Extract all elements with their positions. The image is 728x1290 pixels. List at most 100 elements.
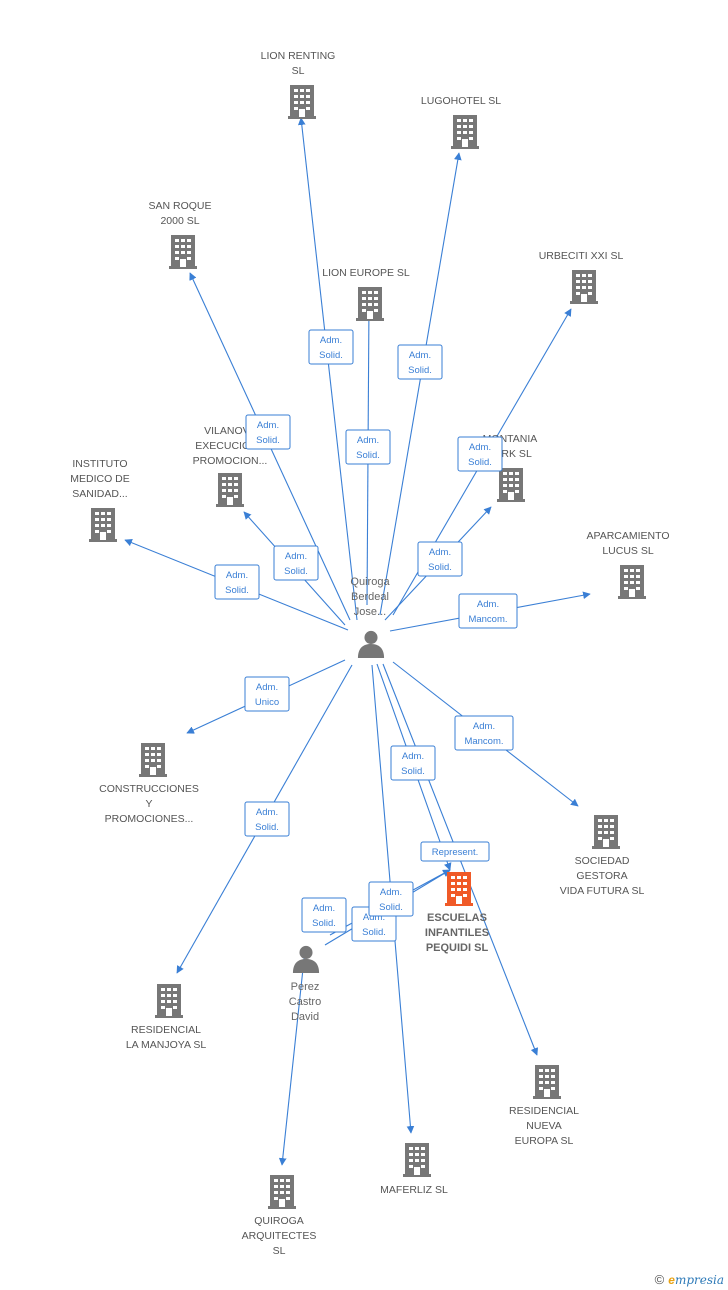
relation-label-sociedad[interactable]: Adm. Mancom. (454, 715, 514, 751)
relation-text: Adm. (477, 599, 499, 610)
relation-label-lion-europe[interactable]: Adm.Solid. (345, 429, 391, 465)
relation-text: Adm. (409, 350, 431, 361)
footer-brand[interactable]: ©empresia (655, 1272, 724, 1287)
company-label: LA MANJOYA SL (126, 1039, 206, 1051)
relation-box (397, 344, 443, 380)
person-node-quiroga[interactable]: QuirogaBerdealJose... (350, 576, 390, 658)
relation-label-escuelas[interactable]: Adm. Solid. (368, 881, 414, 917)
company-label: QUIROGA (254, 1215, 304, 1227)
relation-text: Solid. (408, 365, 432, 376)
relation-label-vilanova[interactable]: Adm. Solid. (273, 545, 319, 581)
building-icon (592, 815, 620, 849)
relation-label-instituto[interactable]: Adm.Solid. (214, 564, 260, 600)
edge-lion-renting (297, 117, 358, 621)
relation-label-construcciones[interactable]: Adm.Unico (244, 676, 290, 712)
company-label: URBECITI XXI SL (539, 250, 624, 262)
company-label: LION RENTING (261, 50, 336, 62)
relation-label-lugohotel[interactable]: Adm. Solid. (397, 344, 443, 380)
company-node-quiroga-arq[interactable]: QUIROGA ARQUITECTES SL (242, 1175, 317, 1257)
building-icon (155, 984, 183, 1018)
relation-label-maferliz[interactable]: Adm. Solid. (390, 745, 436, 781)
company-label: PROMOCIONES... (105, 813, 194, 825)
company-label: Y (145, 798, 152, 810)
building-icon (356, 287, 384, 321)
company-label: MAFERLIZ SL (380, 1184, 448, 1196)
relation-text: Mancom. (464, 736, 503, 747)
company-label: SL (292, 65, 305, 77)
relation-text: Adm. (402, 751, 424, 762)
person-node-quiroga-label: Jose... (354, 606, 386, 618)
relation-text: Solid. (319, 350, 343, 361)
building-icon (268, 1175, 296, 1209)
company-label: LUGOHOTEL SL (421, 95, 501, 107)
company-label: NUEVA (526, 1120, 561, 1132)
relation-label-montania[interactable]: Adm. Solid. (417, 541, 463, 577)
company-node-urbeciti[interactable]: URBECITI XXI SL (539, 250, 624, 304)
relation-box (368, 881, 414, 917)
company-node-lugohotel[interactable]: LUGOHOTEL SL (421, 95, 501, 149)
company-node-lion-europe[interactable]: LION EUROPE SL (322, 267, 410, 321)
person-node-perez-label: Perez (291, 981, 320, 993)
brand-logo-text: mpresia (674, 1273, 724, 1287)
relation-text: Solid. (284, 566, 308, 577)
relation-text: Mancom. (468, 614, 507, 625)
building-icon (89, 508, 117, 542)
copyright-symbol: © (654, 1272, 665, 1287)
relation-text: Adm. (473, 721, 495, 732)
relation-text: Adm. (429, 547, 451, 558)
company-node-lion-renting[interactable]: LION RENTING SL (261, 50, 336, 119)
relation-text: Solid. (379, 902, 403, 913)
relation-box (244, 676, 290, 712)
building-icon (169, 235, 197, 269)
company-node-maferliz[interactable]: MAFERLIZ SL (380, 1143, 448, 1196)
relation-label-san-roque[interactable]: Adm.Solid. (245, 414, 291, 450)
relation-box (308, 329, 354, 365)
relation-label-lion-renting[interactable]: Adm. Solid. (308, 329, 354, 365)
relation-text: Solid. (428, 562, 452, 573)
relation-box (458, 593, 518, 629)
brand-logo-e: e (668, 1273, 675, 1287)
relation-label-quiroga-arq[interactable]: Adm.Solid. (301, 897, 347, 933)
company-label: SL (273, 1245, 286, 1257)
building-icon (216, 473, 244, 507)
relation-text: Solid. (312, 918, 336, 929)
relation-text: Solid. (256, 435, 280, 446)
relation-text: Adm. (320, 335, 342, 346)
building-icon (403, 1143, 431, 1177)
company-node-construcciones[interactable]: CONSTRUCCIONESYPROMOCIONES... (99, 743, 199, 825)
relation-box (273, 545, 319, 581)
company-label: LION EUROPE SL (322, 267, 410, 279)
relation-box (454, 715, 514, 751)
company-label: INSTITUTO (72, 458, 127, 470)
person-icon (292, 945, 320, 973)
relation-label-residencial-manjoya[interactable]: Adm.Solid. (244, 801, 290, 837)
company-label: ARQUITECTES (242, 1230, 317, 1242)
company-label: VIDA FUTURA SL (560, 885, 645, 897)
company-label: PROMOCION... (193, 455, 268, 467)
relation-text: Adm. (285, 551, 307, 562)
company-label: PEQUIDI SL (426, 942, 489, 954)
relation-label-aparcamiento[interactable]: Adm. Mancom. (458, 593, 518, 629)
company-label: SAN ROQUE (148, 200, 211, 212)
relation-label-escuelas[interactable]: Represent. (420, 841, 490, 862)
relation-box (345, 429, 391, 465)
relation-text: Adm. (380, 887, 402, 898)
company-label: INFANTILES (425, 927, 489, 939)
company-label: GESTORA (576, 870, 627, 882)
relation-text: Solid. (401, 766, 425, 777)
relation-box (244, 801, 290, 837)
company-label: MEDICO DE (70, 473, 130, 485)
relation-label-urbeciti[interactable]: Adm.Solid. (457, 436, 503, 472)
relation-text: Solid. (225, 585, 249, 596)
relation-text: Adm. (363, 912, 385, 923)
relation-text: Solid. (356, 450, 380, 461)
